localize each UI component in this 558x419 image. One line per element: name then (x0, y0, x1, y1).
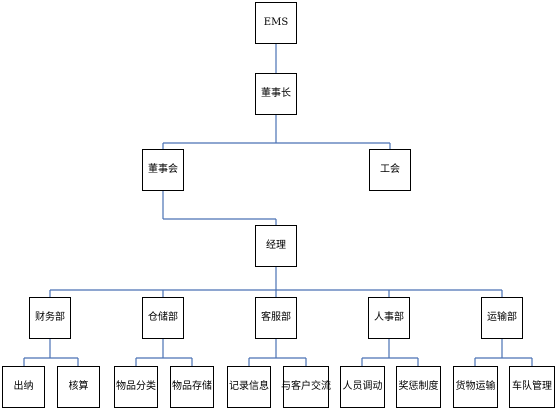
node-transport-dept: 运输部 (481, 297, 523, 339)
node-fleet-management: 车队管理 (509, 366, 555, 408)
node-staff-transfer: 人员调动 (340, 366, 385, 408)
node-cargo-transport: 货物运输 (453, 366, 498, 408)
node-item-classification: 物品分类 (114, 366, 158, 408)
node-chairman: 董事长 (255, 73, 297, 115)
node-board: 董事会 (142, 149, 184, 191)
node-cashier: 出纳 (2, 366, 45, 408)
node-reward-penalty-system: 奖惩制度 (396, 366, 441, 408)
node-customer-communication: 与客户交流 (281, 366, 331, 408)
node-warehouse-dept: 仓储部 (142, 297, 184, 339)
node-finance-dept: 财务部 (29, 297, 71, 339)
node-union: 工会 (369, 149, 411, 191)
node-ems: EMS (255, 2, 297, 44)
node-accounting: 核算 (57, 366, 100, 408)
node-manager: 经理 (255, 225, 297, 267)
node-hr-dept: 人事部 (368, 297, 410, 339)
node-record-info: 记录信息 (227, 366, 271, 408)
node-item-storage: 物品存储 (170, 366, 214, 408)
node-customer-service-dept: 客服部 (255, 297, 297, 339)
